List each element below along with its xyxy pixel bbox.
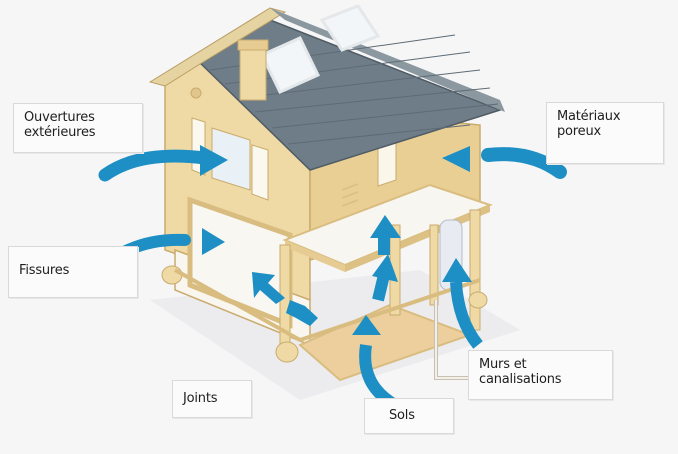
arrow-ouvertures-head — [200, 145, 228, 176]
arrow-fissures-head — [202, 228, 225, 255]
arrow-materiaux-tail — [481, 147, 567, 179]
gable-vent — [190, 87, 202, 99]
skylight-left — [259, 36, 321, 94]
arrow-floor-up-tail — [372, 273, 390, 302]
arrow-sols-head — [352, 315, 381, 335]
arrow-murs-head — [442, 258, 472, 282]
skylight-right — [319, 4, 381, 52]
arrow-materiaux-head — [442, 146, 470, 172]
shutter-right — [251, 144, 269, 201]
chimney — [239, 47, 267, 101]
roof-ridge — [270, 8, 505, 112]
label-sols: Sols — [364, 398, 454, 434]
label-ouvertures-exterieures: Ouvertures extérieures — [13, 103, 143, 153]
middle-floor-edge — [285, 240, 345, 272]
arrow-joints-lower — [286, 300, 318, 326]
arrow-floor-up-head — [372, 254, 398, 282]
air-entry-arrows — [98, 145, 567, 411]
base-beams — [174, 268, 481, 342]
label-materiaux-poreux: Matériaux poreux — [546, 102, 664, 164]
foundation-feet — [161, 265, 488, 363]
label-joints: Joints — [172, 380, 252, 418]
label-murs-canalisations: Murs et canalisations — [468, 350, 613, 400]
arrow-murs-tail — [450, 281, 483, 349]
arrow-joints-upper — [252, 272, 285, 304]
chimney-cap — [237, 39, 269, 51]
roof-edge-left — [148, 7, 287, 87]
label-fissures: Fissures — [8, 246, 138, 298]
arrow-ouvertures-tail — [98, 149, 212, 182]
arrow-middle-up-head — [370, 215, 401, 238]
staircase — [341, 183, 359, 207]
